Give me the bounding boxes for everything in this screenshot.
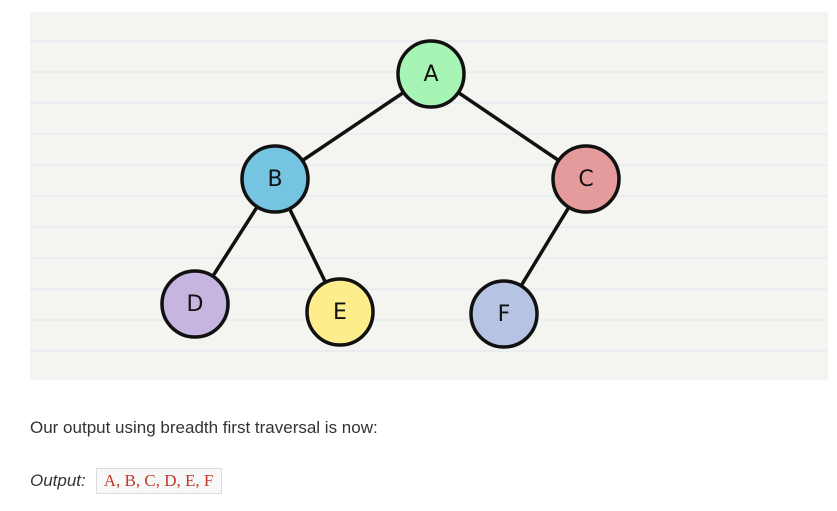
node-f: F bbox=[469, 279, 539, 349]
tree-diagram: A B C D E F bbox=[30, 12, 828, 380]
output-value: A, B, C, D, E, F bbox=[95, 468, 223, 494]
node-e-circle bbox=[305, 277, 375, 347]
node-f-circle bbox=[469, 279, 539, 349]
node-e: E bbox=[305, 277, 375, 347]
output-label: Output: bbox=[30, 471, 86, 490]
node-d: D bbox=[160, 269, 230, 339]
tree-diagram-canvas: A B C D E F bbox=[30, 39, 828, 352]
node-a-label: A bbox=[423, 62, 438, 87]
node-c: C bbox=[551, 144, 621, 214]
node-d-circle bbox=[160, 269, 230, 339]
tree-nodes: A B C D E F bbox=[160, 39, 621, 349]
ruled-lines bbox=[30, 40, 828, 352]
node-f-label: F bbox=[498, 302, 511, 327]
node-b: B bbox=[240, 144, 310, 214]
node-d-label: D bbox=[187, 292, 204, 317]
node-a-circle bbox=[396, 39, 466, 109]
node-e-label: E bbox=[333, 300, 347, 325]
node-a: A bbox=[396, 39, 466, 109]
node-b-label: B bbox=[267, 167, 282, 192]
node-c-label: C bbox=[578, 167, 593, 192]
node-b-circle bbox=[240, 144, 310, 214]
traversal-caption: Our output using breadth first traversal… bbox=[30, 418, 378, 437]
output-row: Output: A, B, C, D, E, F bbox=[30, 468, 223, 494]
node-c-circle bbox=[551, 144, 621, 214]
